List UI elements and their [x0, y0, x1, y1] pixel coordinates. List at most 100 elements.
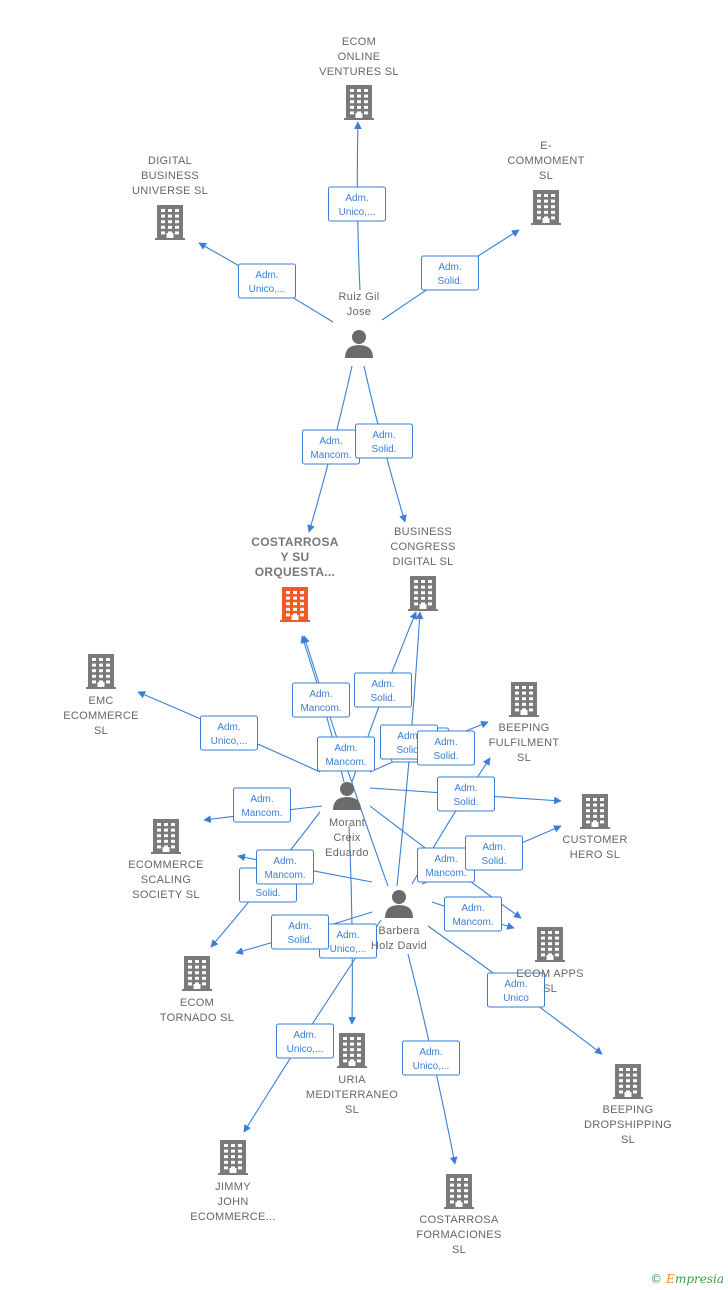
building-window: [357, 1048, 361, 1052]
building-window: [593, 820, 597, 824]
relation-label-box[interactable]: Adm.Unico: [487, 972, 545, 1008]
relation-label-frame: [233, 787, 291, 823]
building-window: [106, 674, 110, 678]
relation-label-line: Unico,...: [413, 1061, 450, 1072]
relation-label-box[interactable]: Adm.Solid.: [465, 835, 523, 871]
building-icon: [155, 205, 185, 240]
relation-label-line: Mancom.: [300, 703, 341, 714]
relation-label-box[interactable]: Adm. Mancom.: [292, 682, 350, 718]
building-window: [548, 936, 552, 940]
building-window: [188, 982, 192, 986]
building-door: [97, 682, 105, 688]
node-label-line: DROPSHIPPING: [584, 1119, 672, 1131]
building-door: [591, 822, 599, 828]
relation-label-box[interactable]: Adm.Unico,...: [200, 715, 258, 751]
relation-label-box[interactable]: Adm.Mancom.: [302, 429, 360, 465]
building-window: [428, 591, 432, 595]
building-window: [224, 1160, 228, 1164]
building-window: [544, 194, 548, 197]
node-label-line: SL: [517, 752, 531, 764]
building-base: [509, 715, 539, 717]
building-window: [548, 947, 552, 951]
relation-label-box[interactable]: Adm.Unico,...: [238, 263, 296, 299]
building-window: [619, 1073, 623, 1077]
node-label-line: BUSINESS: [141, 170, 199, 182]
relation-label-frame: [238, 263, 296, 299]
building-window: [188, 965, 192, 969]
building-window: [99, 663, 103, 667]
relation-label-box[interactable]: Adm.Solid.: [437, 776, 495, 812]
building-window: [106, 658, 110, 661]
relation-label-box[interactable]: Adm.Solid.: [417, 730, 475, 766]
building-window: [343, 1048, 347, 1052]
person-body: [385, 905, 413, 918]
relation-label-box[interactable]: Adm.Mancom.: [317, 736, 375, 772]
node-label-line: BEEPING: [602, 1104, 653, 1116]
relation-label-box[interactable]: Adm.Solid.: [355, 423, 413, 459]
relation-label-box[interactable]: Adm.Unico,...: [402, 1040, 460, 1076]
relation-label-line: Unico,...: [287, 1044, 324, 1055]
building-window: [421, 596, 425, 600]
relation-label-box[interactable]: Adm.Solid.: [421, 255, 479, 291]
building-window: [286, 591, 290, 594]
person-body: [333, 797, 361, 810]
building-window: [450, 1189, 454, 1193]
building-window: [231, 1155, 235, 1159]
building-icon: [613, 1064, 643, 1099]
building-window: [157, 834, 161, 838]
relation-label-frame: [437, 776, 495, 812]
relation-label-box[interactable]: Adm.Solid.: [271, 914, 329, 950]
relation-label-line: Adm.: [336, 930, 359, 941]
building-window: [541, 953, 545, 957]
building-window: [175, 231, 179, 235]
building-window: [195, 982, 199, 986]
building-window: [99, 669, 103, 673]
building-window: [161, 220, 165, 224]
building-window: [106, 680, 110, 684]
relation-label-box[interactable]: Adm.Mancom.: [233, 787, 291, 823]
relation-label-box[interactable]: Adm.Mancom.: [444, 896, 502, 932]
relation-label-line: Adm.: [434, 854, 457, 865]
building-window: [593, 798, 597, 801]
relation-label-box[interactable]: Adm.Solid.: [354, 672, 412, 708]
node-label-line: Y SU: [281, 550, 310, 564]
building-window: [171, 834, 175, 838]
building-window: [231, 1149, 235, 1153]
building-window: [175, 209, 179, 212]
relation-label-frame: [354, 672, 412, 708]
building-base: [151, 852, 181, 854]
relation-label-box[interactable]: Adm.Unico,...: [328, 186, 386, 222]
building-window: [164, 828, 168, 832]
building-window: [357, 111, 361, 115]
building-window: [600, 803, 604, 807]
building-window: [350, 1042, 354, 1046]
relation-label-box[interactable]: Adm.Unico,...: [276, 1023, 334, 1059]
node-jimmy_john[interactable]: JIMMYJOHNECOMMERCE...: [190, 1140, 276, 1223]
relation-label-line: Adm.: [319, 436, 342, 447]
relation-label-box[interactable]: Adm.Unico,...: [319, 923, 377, 959]
relation-label-line: Unico,...: [339, 207, 376, 218]
building-window: [537, 205, 541, 209]
relation-label-line: Adm.: [273, 856, 296, 867]
relation-label-box[interactable]: Adm.Mancom.: [256, 849, 314, 885]
building-window: [544, 210, 548, 214]
node-label-line: DIGITAL SL: [392, 556, 453, 568]
relation-label-line: Adm.: [309, 689, 332, 700]
